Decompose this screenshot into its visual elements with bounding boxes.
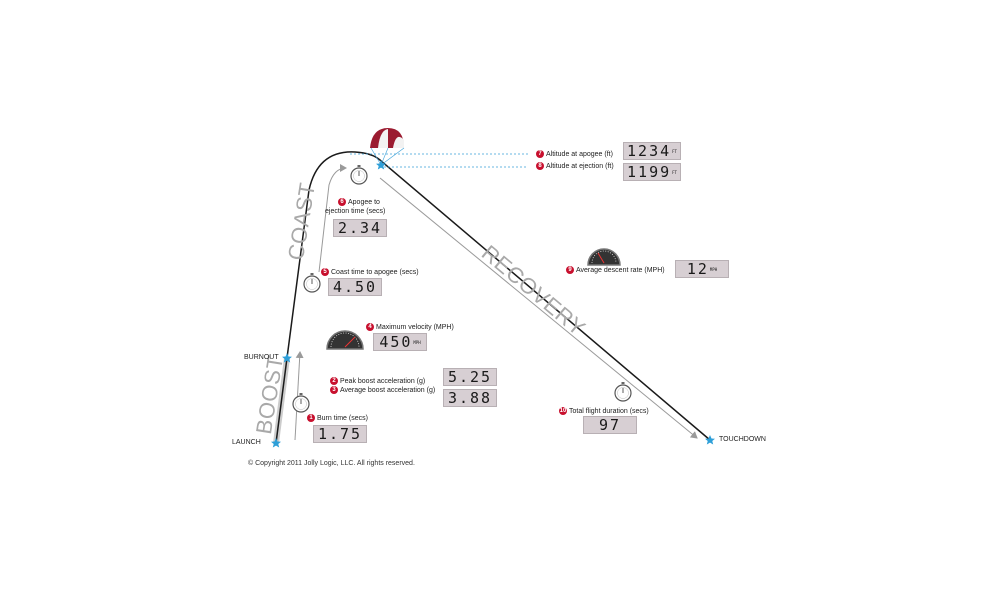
boost-arrow	[294, 351, 304, 441]
touchdown-label: TOUCHDOWN	[719, 436, 766, 443]
metric-unit: FT	[672, 170, 677, 175]
touchdown-star-icon	[705, 435, 715, 445]
metric-label-text: Average descent rate (MPH)	[576, 267, 665, 274]
metric-value: 4.50	[332, 278, 378, 296]
metric-number-badge: 1	[307, 414, 315, 423]
apogee-to-ejection-display: 2.34	[333, 219, 387, 237]
metric-label-text: Apogee to	[348, 199, 380, 206]
speedometer-icon	[326, 330, 364, 350]
metric-label-text: Burn time (secs)	[317, 415, 368, 422]
metric-number-badge: 5	[321, 268, 329, 277]
metric-value: 1.75	[317, 425, 363, 443]
altitude-ejection-display: 1199FT	[623, 163, 681, 181]
metric-number-badge: 7	[536, 150, 544, 159]
stopwatch-icon	[614, 382, 632, 402]
metric-label-text: ejection time (secs)	[325, 208, 386, 215]
coast-arrow	[318, 164, 347, 273]
metric-value: 97	[598, 416, 622, 434]
altitude-apogee-display: 1234FT	[623, 142, 681, 160]
metric-number-badge: 3	[330, 386, 338, 395]
metric-unit: FT	[672, 149, 677, 154]
metric-number-badge: 9	[566, 266, 574, 275]
stopwatch-icon	[350, 165, 368, 185]
stopwatch-icon	[292, 393, 310, 413]
metric-value: 1234	[627, 142, 672, 160]
ejection-star-icon	[376, 160, 386, 170]
launch-label: LAUNCH	[232, 439, 261, 446]
descent-rate-display: 12MPH	[675, 260, 729, 278]
peak-boost-accel-display: 5.25	[443, 368, 497, 386]
metric-label-text: Total flight duration (secs)	[569, 408, 649, 415]
metric-value: 12	[686, 260, 709, 278]
metric-value: 2.34	[337, 219, 383, 237]
metric-label-text: Altitude at apogee (ft)	[546, 151, 613, 158]
copyright-notice: © Copyright 2011 Jolly Logic, LLC. All r…	[248, 460, 415, 467]
launch-star-icon	[271, 438, 281, 448]
metric-label-text: Peak boost acceleration (g)	[340, 378, 426, 385]
metric-unit: MPH	[413, 340, 421, 345]
avg-boost-accel-display: 3.88	[443, 389, 497, 407]
metric-value: 5.25	[447, 368, 493, 386]
metric-value: 3.88	[447, 389, 493, 407]
metric-label-text: Average boost acceleration (g)	[340, 387, 436, 394]
speedometer-icon	[587, 248, 621, 266]
coast-time-display: 4.50	[328, 278, 382, 296]
recovery-arrow	[379, 177, 698, 439]
metric-number-badge: 8	[536, 162, 544, 171]
burnout-label: BURNOUT	[244, 354, 279, 361]
metric-number-badge: 2	[330, 377, 338, 386]
metric-label-text: Coast time to apogee (secs)	[331, 269, 419, 276]
metric-label-text: Maximum velocity (MPH)	[376, 324, 454, 331]
burnout-star-icon	[282, 353, 292, 363]
metric-label-text: Altitude at ejection (ft)	[546, 163, 614, 170]
metric-unit: MPH	[709, 267, 718, 272]
metric-number-badge: 10	[559, 407, 567, 416]
burn-time-display: 1.75	[313, 425, 367, 443]
parachute-icon	[370, 128, 405, 166]
stopwatch-icon	[303, 273, 321, 293]
metric-value: 450	[379, 333, 413, 351]
max-velocity-display: 450MPH	[373, 333, 427, 351]
metric-value: 1199	[627, 163, 672, 181]
flight-path	[275, 151, 711, 444]
flight-duration-display: 97	[583, 416, 637, 434]
metric-number-badge: 4	[366, 323, 374, 332]
metric-number-badge: 6	[338, 198, 346, 207]
